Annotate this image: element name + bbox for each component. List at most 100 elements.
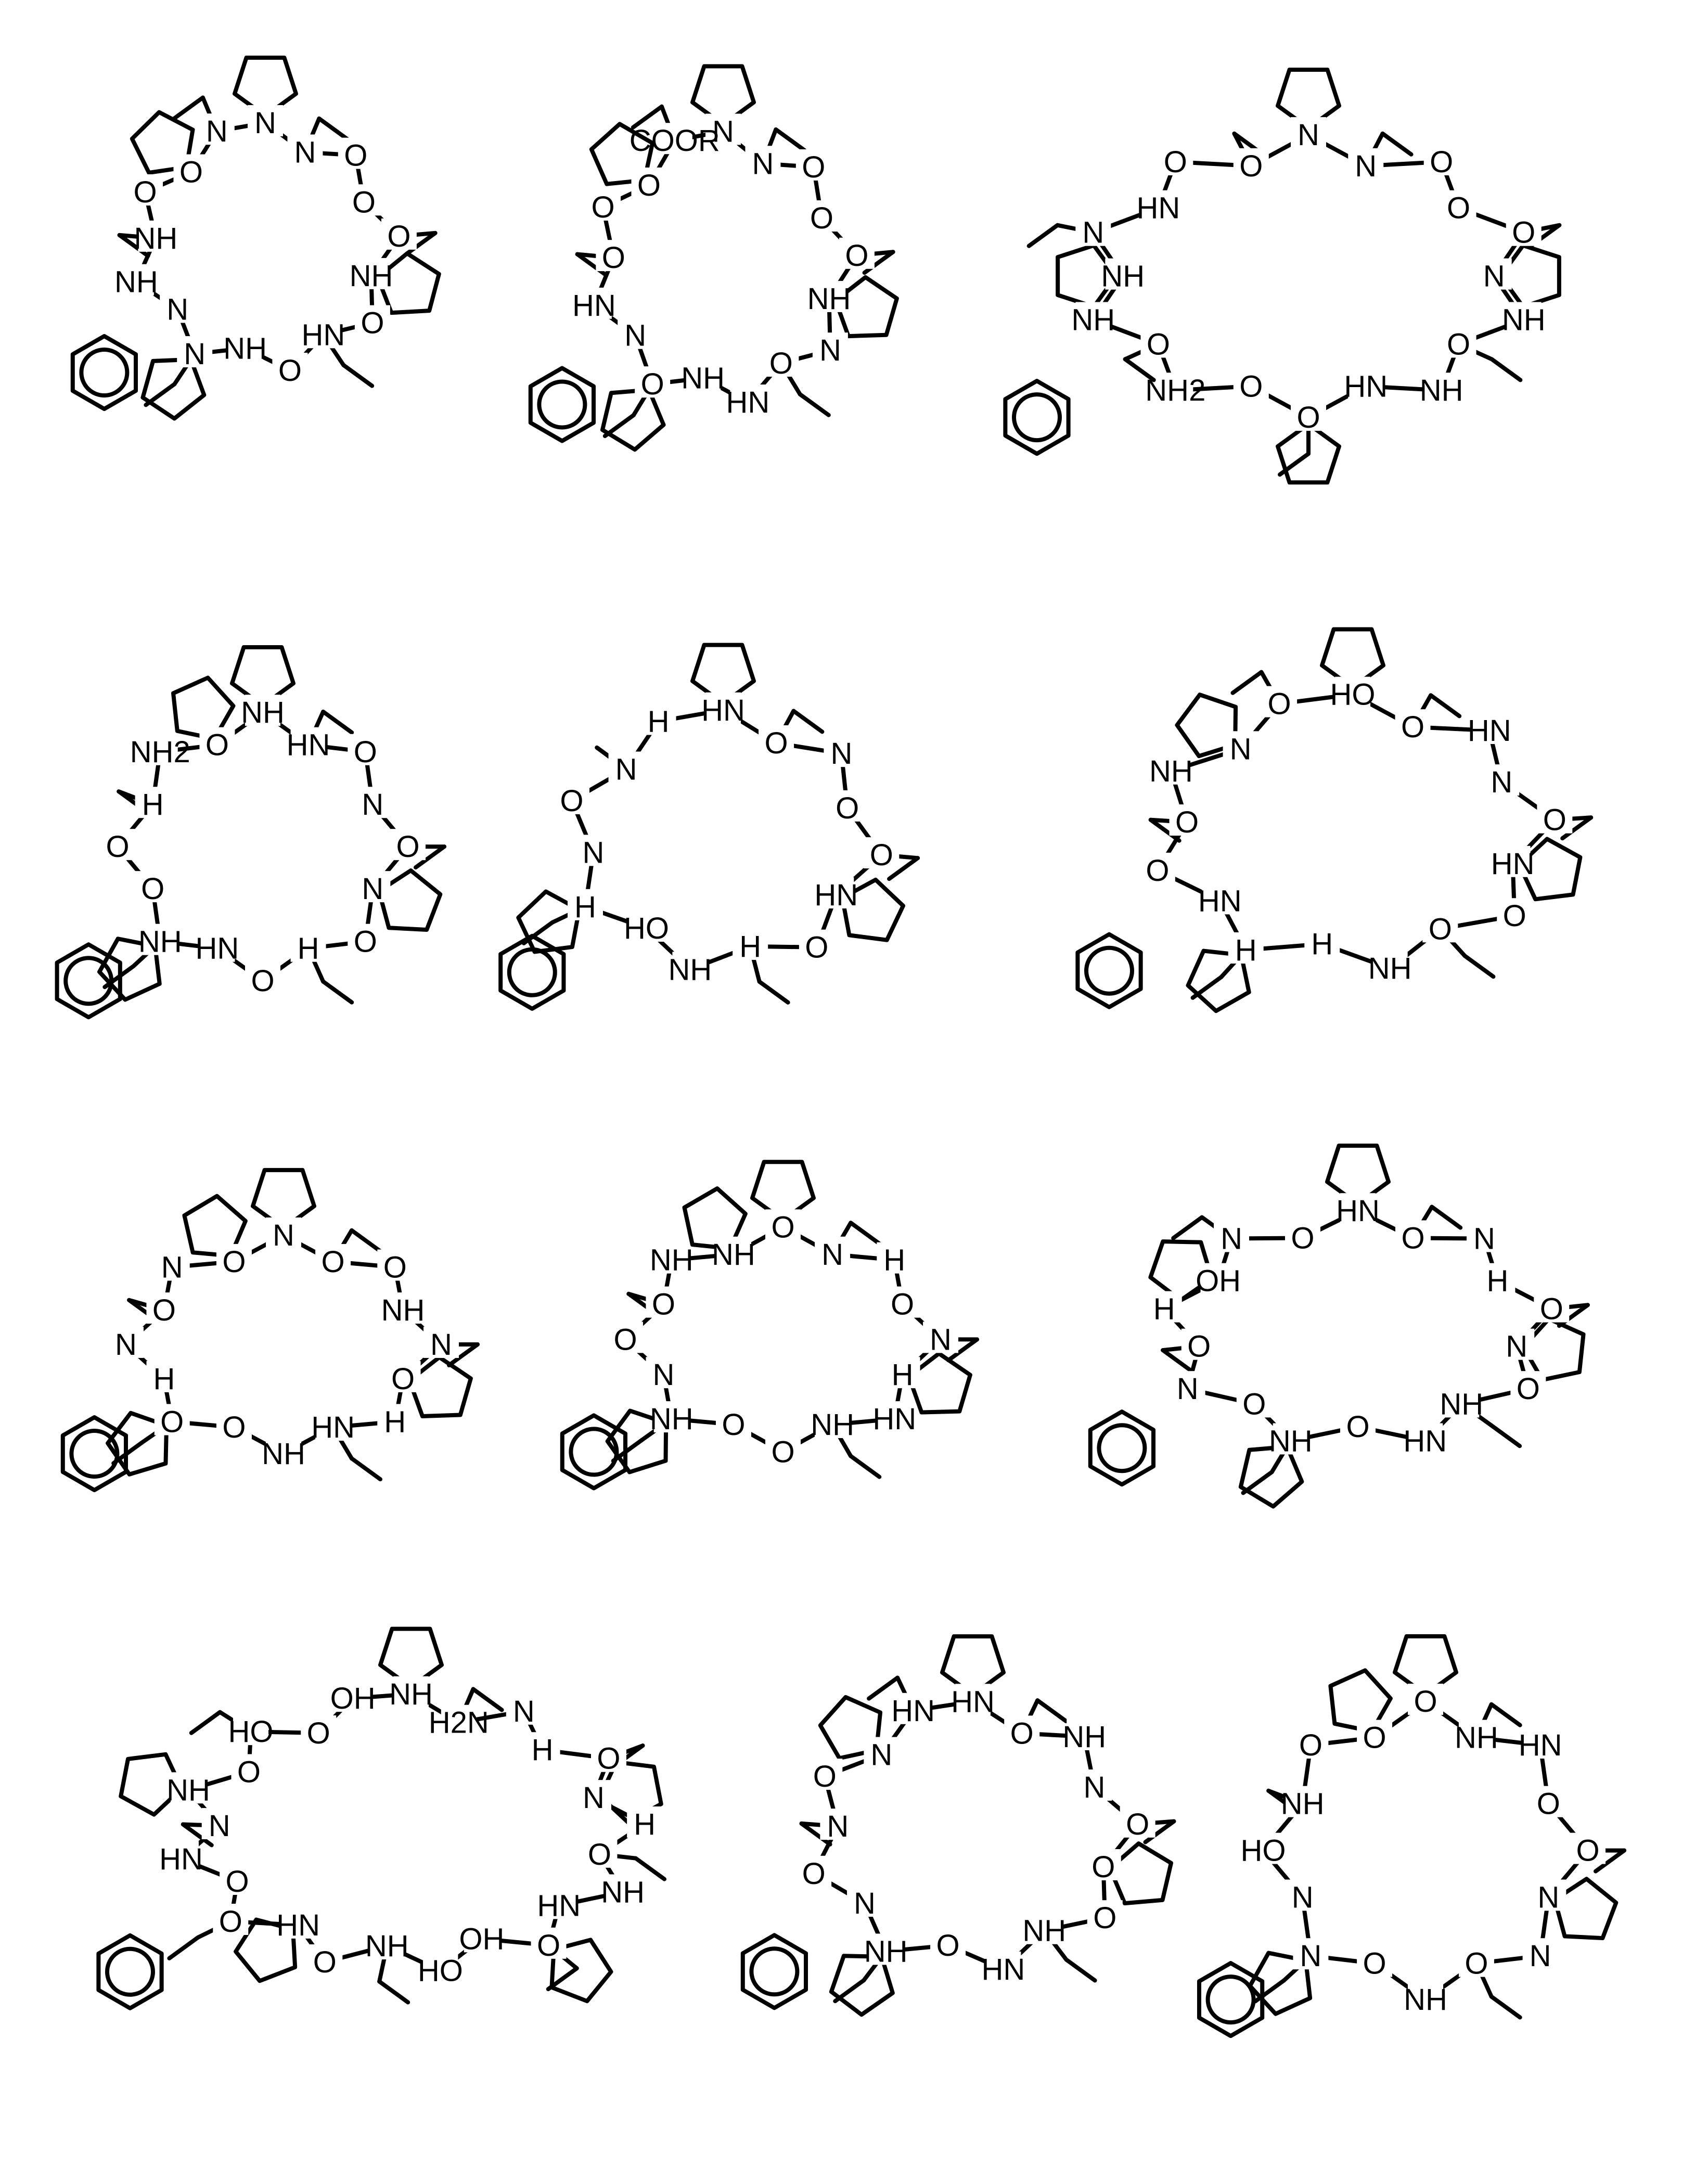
- pyrrolidine-ring: [589, 122, 655, 186]
- atom-label: O: [1465, 1947, 1488, 1981]
- atom-label-mask: [627, 1806, 663, 1838]
- atom-label-mask: [1139, 852, 1175, 884]
- atom-label-mask: [640, 703, 676, 735]
- atom-label-mask: [1537, 802, 1573, 834]
- atom-label-mask: [672, 952, 708, 983]
- atom-label-mask: [1476, 258, 1512, 290]
- atom-label: OH: [330, 1682, 376, 1715]
- atom-label-mask: [1067, 1719, 1102, 1751]
- atom-label-mask: [554, 783, 589, 814]
- atom-label-mask: [353, 258, 389, 289]
- atom-label: O: [322, 1245, 345, 1279]
- atom-label-mask: [531, 1927, 567, 1959]
- atom-label: NH: [1062, 1720, 1106, 1754]
- atom-label: O: [361, 306, 384, 340]
- atom-label-mask: [1223, 731, 1258, 763]
- atom-label: HN: [701, 694, 745, 727]
- atom-label-mask: [1146, 1291, 1182, 1323]
- atom-label: NH2: [1145, 374, 1205, 407]
- atom-label-mask: [1499, 1328, 1535, 1360]
- atom-label: NH: [1281, 1787, 1325, 1821]
- atom-label: HN: [287, 728, 330, 762]
- atom-label-mask: [163, 1841, 199, 1873]
- atom-label-mask: [1441, 326, 1476, 358]
- atom-label: H: [142, 788, 164, 822]
- atom-label: N: [1221, 1222, 1242, 1256]
- atom-label-mask: [884, 1357, 920, 1389]
- atom-label-mask: [301, 1715, 337, 1747]
- pyrrolidine-ring: [1276, 67, 1341, 131]
- atom-label: NH: [1071, 303, 1115, 337]
- macrocycle-backbone: [570, 708, 884, 972]
- atom-label-mask: [1140, 326, 1176, 358]
- atom-label-mask: [733, 928, 768, 960]
- side-chain-bond: [1064, 1957, 1097, 1983]
- atom-label-mask: [355, 871, 391, 903]
- atom-label: O: [1291, 1222, 1314, 1255]
- atom-label-mask: [1471, 712, 1507, 744]
- atom-label-mask: [1495, 845, 1531, 877]
- atom-label-mask: [567, 889, 603, 920]
- atom-label-mask: [266, 1436, 301, 1467]
- atom-label: O: [1239, 369, 1263, 403]
- atom-label: O: [802, 150, 825, 184]
- atom-label: NH: [138, 925, 182, 959]
- atom-label: O: [1363, 1947, 1386, 1981]
- atom-label-mask: [877, 1242, 913, 1274]
- atom-label: NH: [365, 1929, 409, 1963]
- side-chain-bond: [1489, 1423, 1522, 1448]
- atom-label: O: [1126, 1807, 1149, 1841]
- atom-label-mask: [715, 1407, 751, 1439]
- atom-label: O: [391, 1362, 415, 1396]
- atom-label: N: [821, 1238, 843, 1272]
- atom-label: NH: [668, 953, 712, 986]
- atom-label: O: [222, 1245, 246, 1279]
- atom-label: N: [854, 1887, 876, 1920]
- atom-label-mask: [377, 1404, 413, 1435]
- aromatic-circle: [1084, 945, 1134, 996]
- atom-label-mask: [154, 1249, 190, 1281]
- atom-label: N: [209, 1809, 230, 1843]
- atom-label-mask: [201, 1808, 237, 1840]
- side-chain-bond: [631, 104, 664, 130]
- benzene-ring: [1003, 379, 1071, 456]
- atom-label-mask: [1085, 1849, 1121, 1881]
- side-chain-bond: [172, 95, 205, 121]
- atom-label: O: [141, 872, 164, 906]
- atom-label-mask: [1214, 1221, 1250, 1252]
- atom-label: NH: [134, 222, 177, 255]
- atom-label: O: [1363, 1721, 1386, 1755]
- atom-label: O: [106, 830, 129, 864]
- atom-label: O: [641, 367, 664, 401]
- side-chain-bond: [117, 233, 150, 258]
- aromatic-circle: [63, 956, 114, 1006]
- atom-label: O: [1093, 1901, 1116, 1935]
- atom-label: NH: [1440, 1387, 1483, 1421]
- atom-label: N: [583, 836, 605, 869]
- atom-label-mask: [1120, 1806, 1155, 1838]
- atom-label: N: [819, 334, 841, 367]
- atom-label-mask: [608, 751, 644, 783]
- atom-label: O: [307, 1716, 330, 1750]
- atom-label-mask: [895, 1692, 931, 1724]
- atom-label-mask: [1395, 709, 1431, 741]
- atom-label: N: [624, 319, 646, 353]
- atom-label-mask: [213, 1903, 249, 1935]
- side-chain-bond: [447, 1342, 480, 1367]
- atom-label-mask: [824, 736, 859, 767]
- benzene-ring: [96, 1933, 164, 2010]
- atom-label-mask: [354, 305, 390, 337]
- pyrrolidine-ring: [1175, 693, 1238, 759]
- pyrrolidine-ring: [251, 1168, 316, 1230]
- atom-label-mask: [730, 384, 766, 416]
- pyrrolidine-ring: [516, 889, 582, 954]
- atom-label-mask: [1340, 1409, 1376, 1441]
- atom-label-mask: [923, 1322, 958, 1353]
- atom-label: NH: [811, 1408, 854, 1442]
- aromatic-circle: [1205, 1974, 1256, 2025]
